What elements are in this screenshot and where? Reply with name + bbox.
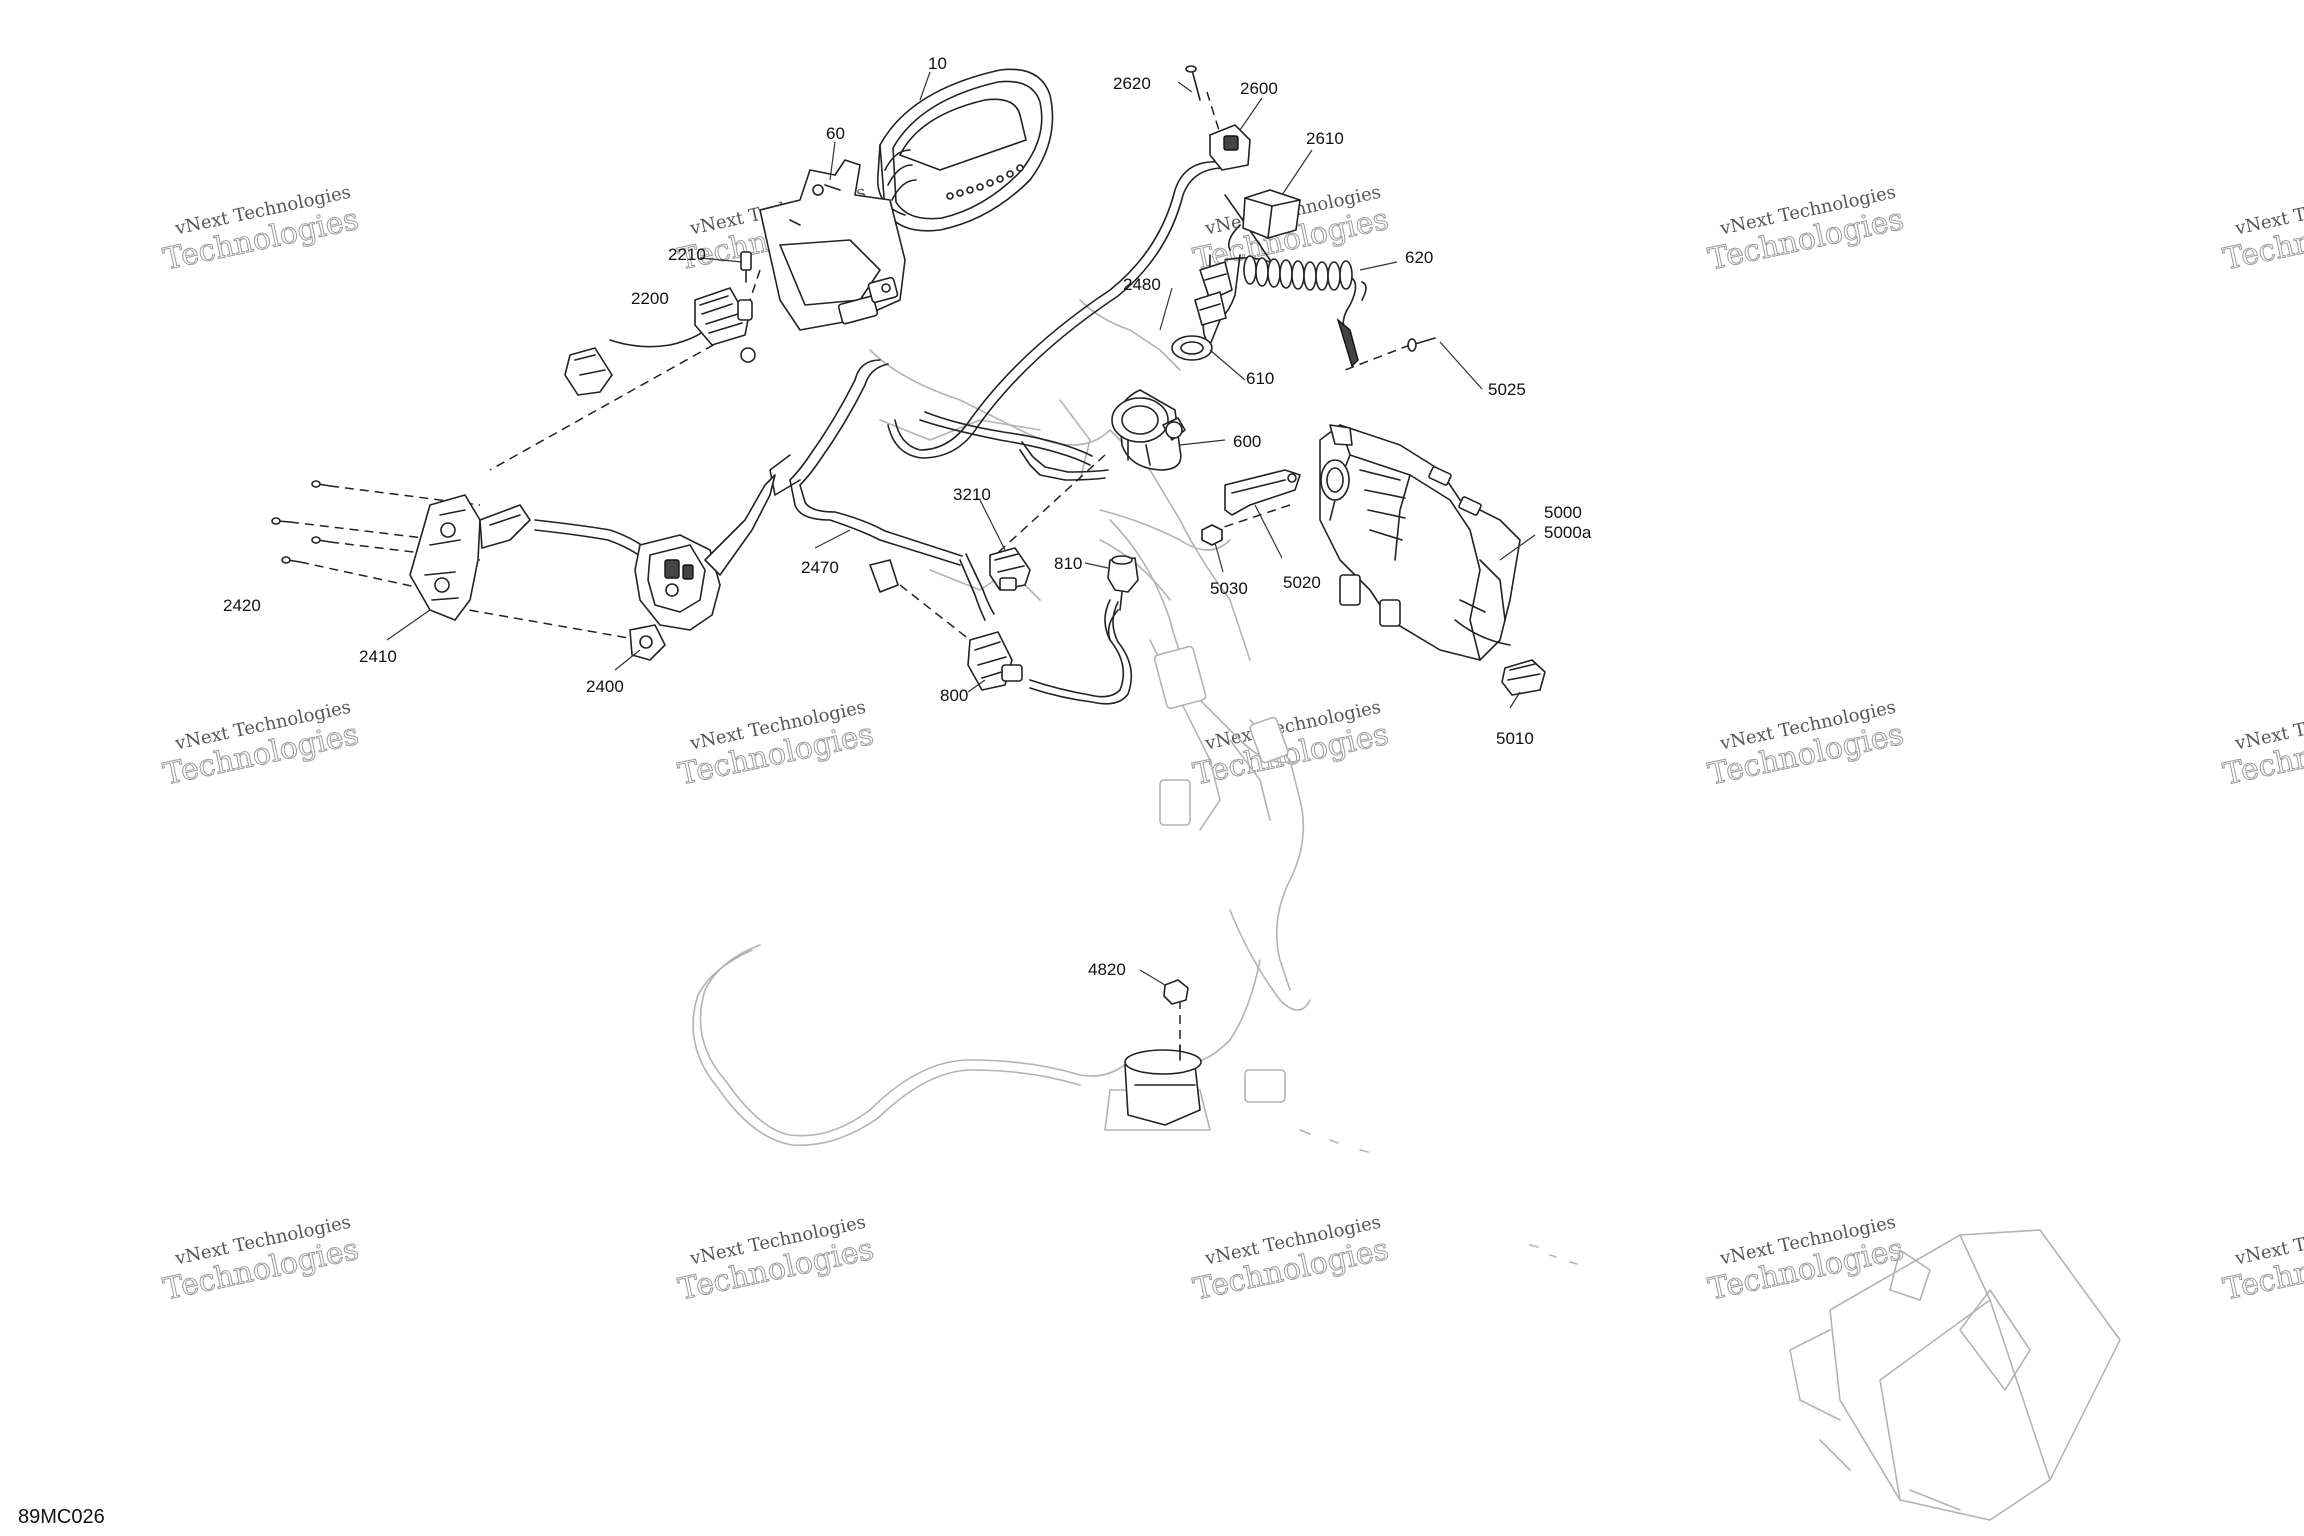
ghost-frame-box [1789, 1229, 2121, 1521]
callout-2600: 2600 [1240, 79, 1278, 98]
sensor-harness-800 [869, 559, 1023, 691]
callout-2470: 2470 [801, 558, 839, 577]
callout-2410: 2410 [359, 647, 397, 666]
callout-5025: 5025 [1488, 380, 1526, 399]
mount-5010 [1501, 659, 1546, 696]
callout-10: 10 [928, 54, 947, 73]
screws-2420 [271, 480, 331, 564]
screw-2620 [1185, 65, 1201, 101]
bezel-ring-610 [1171, 335, 1213, 361]
relay-2610 [1227, 189, 1301, 251]
callout-2480: 2480 [1123, 275, 1161, 294]
callout-2620: 2620 [1113, 74, 1151, 93]
socket-600 [1111, 389, 1186, 471]
callout-2210: 2210 [668, 245, 706, 264]
callout-810: 810 [1054, 554, 1082, 573]
indicator-dots [946, 164, 1024, 200]
ghost-context-parts [692, 299, 1578, 1265]
coiled-cord-620 [1243, 255, 1367, 368]
switch-2600 [1209, 124, 1251, 171]
callout-3210: 3210 [953, 485, 991, 504]
gauge-bracket-60 [759, 159, 906, 331]
solenoid [1124, 1044, 1202, 1126]
callout-labels: 10 60 2210 2200 2620 2600 2610 620 2480 … [223, 54, 1592, 979]
connector-2480-end [1194, 261, 1233, 326]
sensor-810 [1107, 555, 1139, 641]
handlebar-switch-2400 [629, 474, 776, 661]
callout-5010: 5010 [1496, 729, 1534, 748]
callout-620: 620 [1405, 248, 1433, 267]
callout-4820: 4820 [1088, 960, 1126, 979]
callout-5030: 5030 [1210, 579, 1248, 598]
connector-3210 [989, 547, 1031, 591]
screw-5025 [1407, 337, 1436, 352]
callout-2420: 2420 [223, 596, 261, 615]
ecu-module-5000 [1319, 424, 1521, 661]
bracket-5020 [1224, 469, 1301, 516]
callout-2610: 2610 [1306, 129, 1344, 148]
nut-5030 [1201, 524, 1223, 546]
figure-code: 89MC026 [18, 1506, 105, 1528]
fastener-2210 [740, 251, 752, 283]
callout-2400: 2400 [586, 677, 624, 696]
part-4820 [1163, 979, 1189, 1005]
callout-600: 600 [1233, 432, 1261, 451]
gauge-display-10 [876, 68, 1054, 232]
switch-bracket-2410 [409, 494, 531, 621]
callout-5000a: 5000a [1544, 523, 1592, 542]
callout-800: 800 [940, 686, 968, 705]
leader-lines [386, 71, 1536, 986]
callout-2200: 2200 [631, 289, 669, 308]
callout-5020: 5020 [1283, 573, 1321, 592]
callout-610: 610 [1246, 369, 1274, 388]
connector-2200 [564, 287, 756, 396]
callout-5000: 5000 [1544, 503, 1582, 522]
callout-60: 60 [826, 124, 845, 143]
